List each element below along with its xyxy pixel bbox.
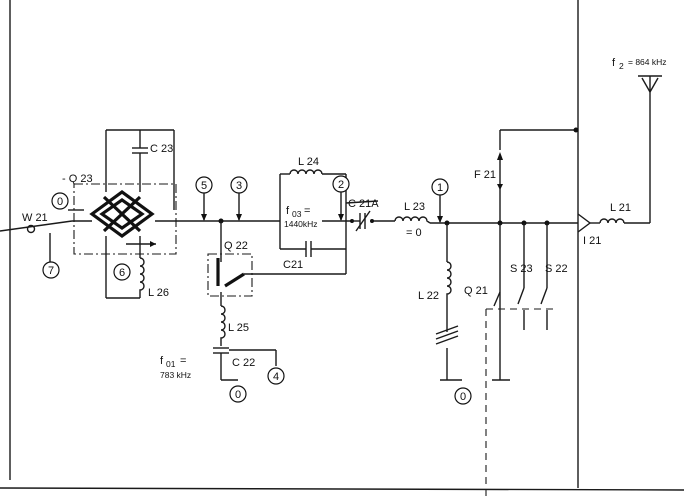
- marker-0-q23-label: 0: [57, 196, 63, 208]
- test-point-2: 2: [332, 175, 350, 221]
- f03-value: 1440kHz: [284, 219, 318, 229]
- c23-capacitor: C 23: [105, 129, 175, 210]
- f01-sub: 01: [166, 359, 176, 369]
- s22-label: S 22: [545, 263, 568, 275]
- marker-1-label: 1: [437, 182, 443, 194]
- s23-label: S 23: [510, 263, 533, 275]
- c21a-trimmer-capacitor: C 21A: [345, 198, 379, 232]
- i21-label: I 21: [583, 235, 601, 247]
- f01-value: 783 kHz: [160, 370, 191, 380]
- f03-sub: 03: [292, 209, 302, 219]
- l23-eq-label: = 0: [406, 227, 422, 239]
- marker-0-l22: [454, 387, 472, 405]
- l26-inductor: L 26 6: [105, 236, 169, 299]
- q22-l25-c22-branch: Q 22 L 25 C 22 4 0 f 01 = 783 kHz: [160, 218, 346, 403]
- l22-inductor-branch: L 22 0: [418, 220, 472, 405]
- q23-label: - Q 23: [62, 173, 93, 185]
- f2-prefix: f: [612, 57, 616, 69]
- marker-7: [42, 261, 60, 279]
- marker-4-label: 4: [273, 371, 279, 383]
- marker-0-q23: [51, 192, 69, 210]
- l23-inductor: L 23 = 0: [394, 201, 431, 239]
- f03-prefix: f: [286, 205, 290, 217]
- c21-label: C21: [283, 259, 303, 271]
- f01-prefix: f: [160, 355, 164, 367]
- c22-label: C 22: [232, 357, 255, 369]
- marker-3-label: 3: [236, 180, 242, 192]
- marker-6: [113, 263, 131, 281]
- test-point-5: 5: [195, 176, 213, 221]
- f21-label: F 21: [474, 169, 496, 181]
- marker-2-label: 2: [338, 179, 344, 191]
- q23-crystal-bridge: - Q 23 0: [51, 173, 177, 255]
- marker-7-label: 7: [48, 265, 54, 277]
- w21-label: W 21: [22, 212, 48, 224]
- test-point-1: 1: [431, 178, 449, 223]
- test-point-3: 3: [230, 176, 248, 221]
- marker-0-c22: [229, 385, 247, 403]
- f01-eq: =: [180, 355, 186, 367]
- l26-label: L 26: [148, 287, 169, 299]
- l21-label: L 21: [610, 202, 631, 214]
- f21-q21-switch-section: F 21 Q 21 S 23 S 22: [464, 127, 579, 499]
- c21a-label: C 21A: [348, 198, 379, 210]
- f03-eq: =: [304, 205, 310, 217]
- marker-0-c22-label: 0: [235, 389, 241, 401]
- marker-6-label: 6: [119, 267, 125, 279]
- l23-label: L 23: [404, 201, 425, 213]
- q22-label: Q 22: [224, 240, 248, 252]
- l22-label: L 22: [418, 290, 439, 302]
- marker-0-l22-label: 0: [460, 391, 466, 403]
- marker-5-label: 5: [201, 180, 207, 192]
- l24-label: L 24: [298, 156, 319, 168]
- f2-sub: 2: [619, 61, 624, 71]
- c23-label: C 23: [150, 143, 173, 155]
- f2-value: = 864 kHz: [628, 57, 667, 67]
- w21-input-terminal: W 21 7: [22, 212, 60, 279]
- q21-label: Q 21: [464, 285, 488, 297]
- l24-tank-circuit: L 24 C21 f 03 = 1440kHz: [279, 156, 347, 274]
- marker-4: [267, 367, 285, 385]
- l25-label: L 25: [228, 322, 249, 334]
- output-antenna-section: I 21 L 21 f 2 = 864 kHz: [577, 57, 667, 247]
